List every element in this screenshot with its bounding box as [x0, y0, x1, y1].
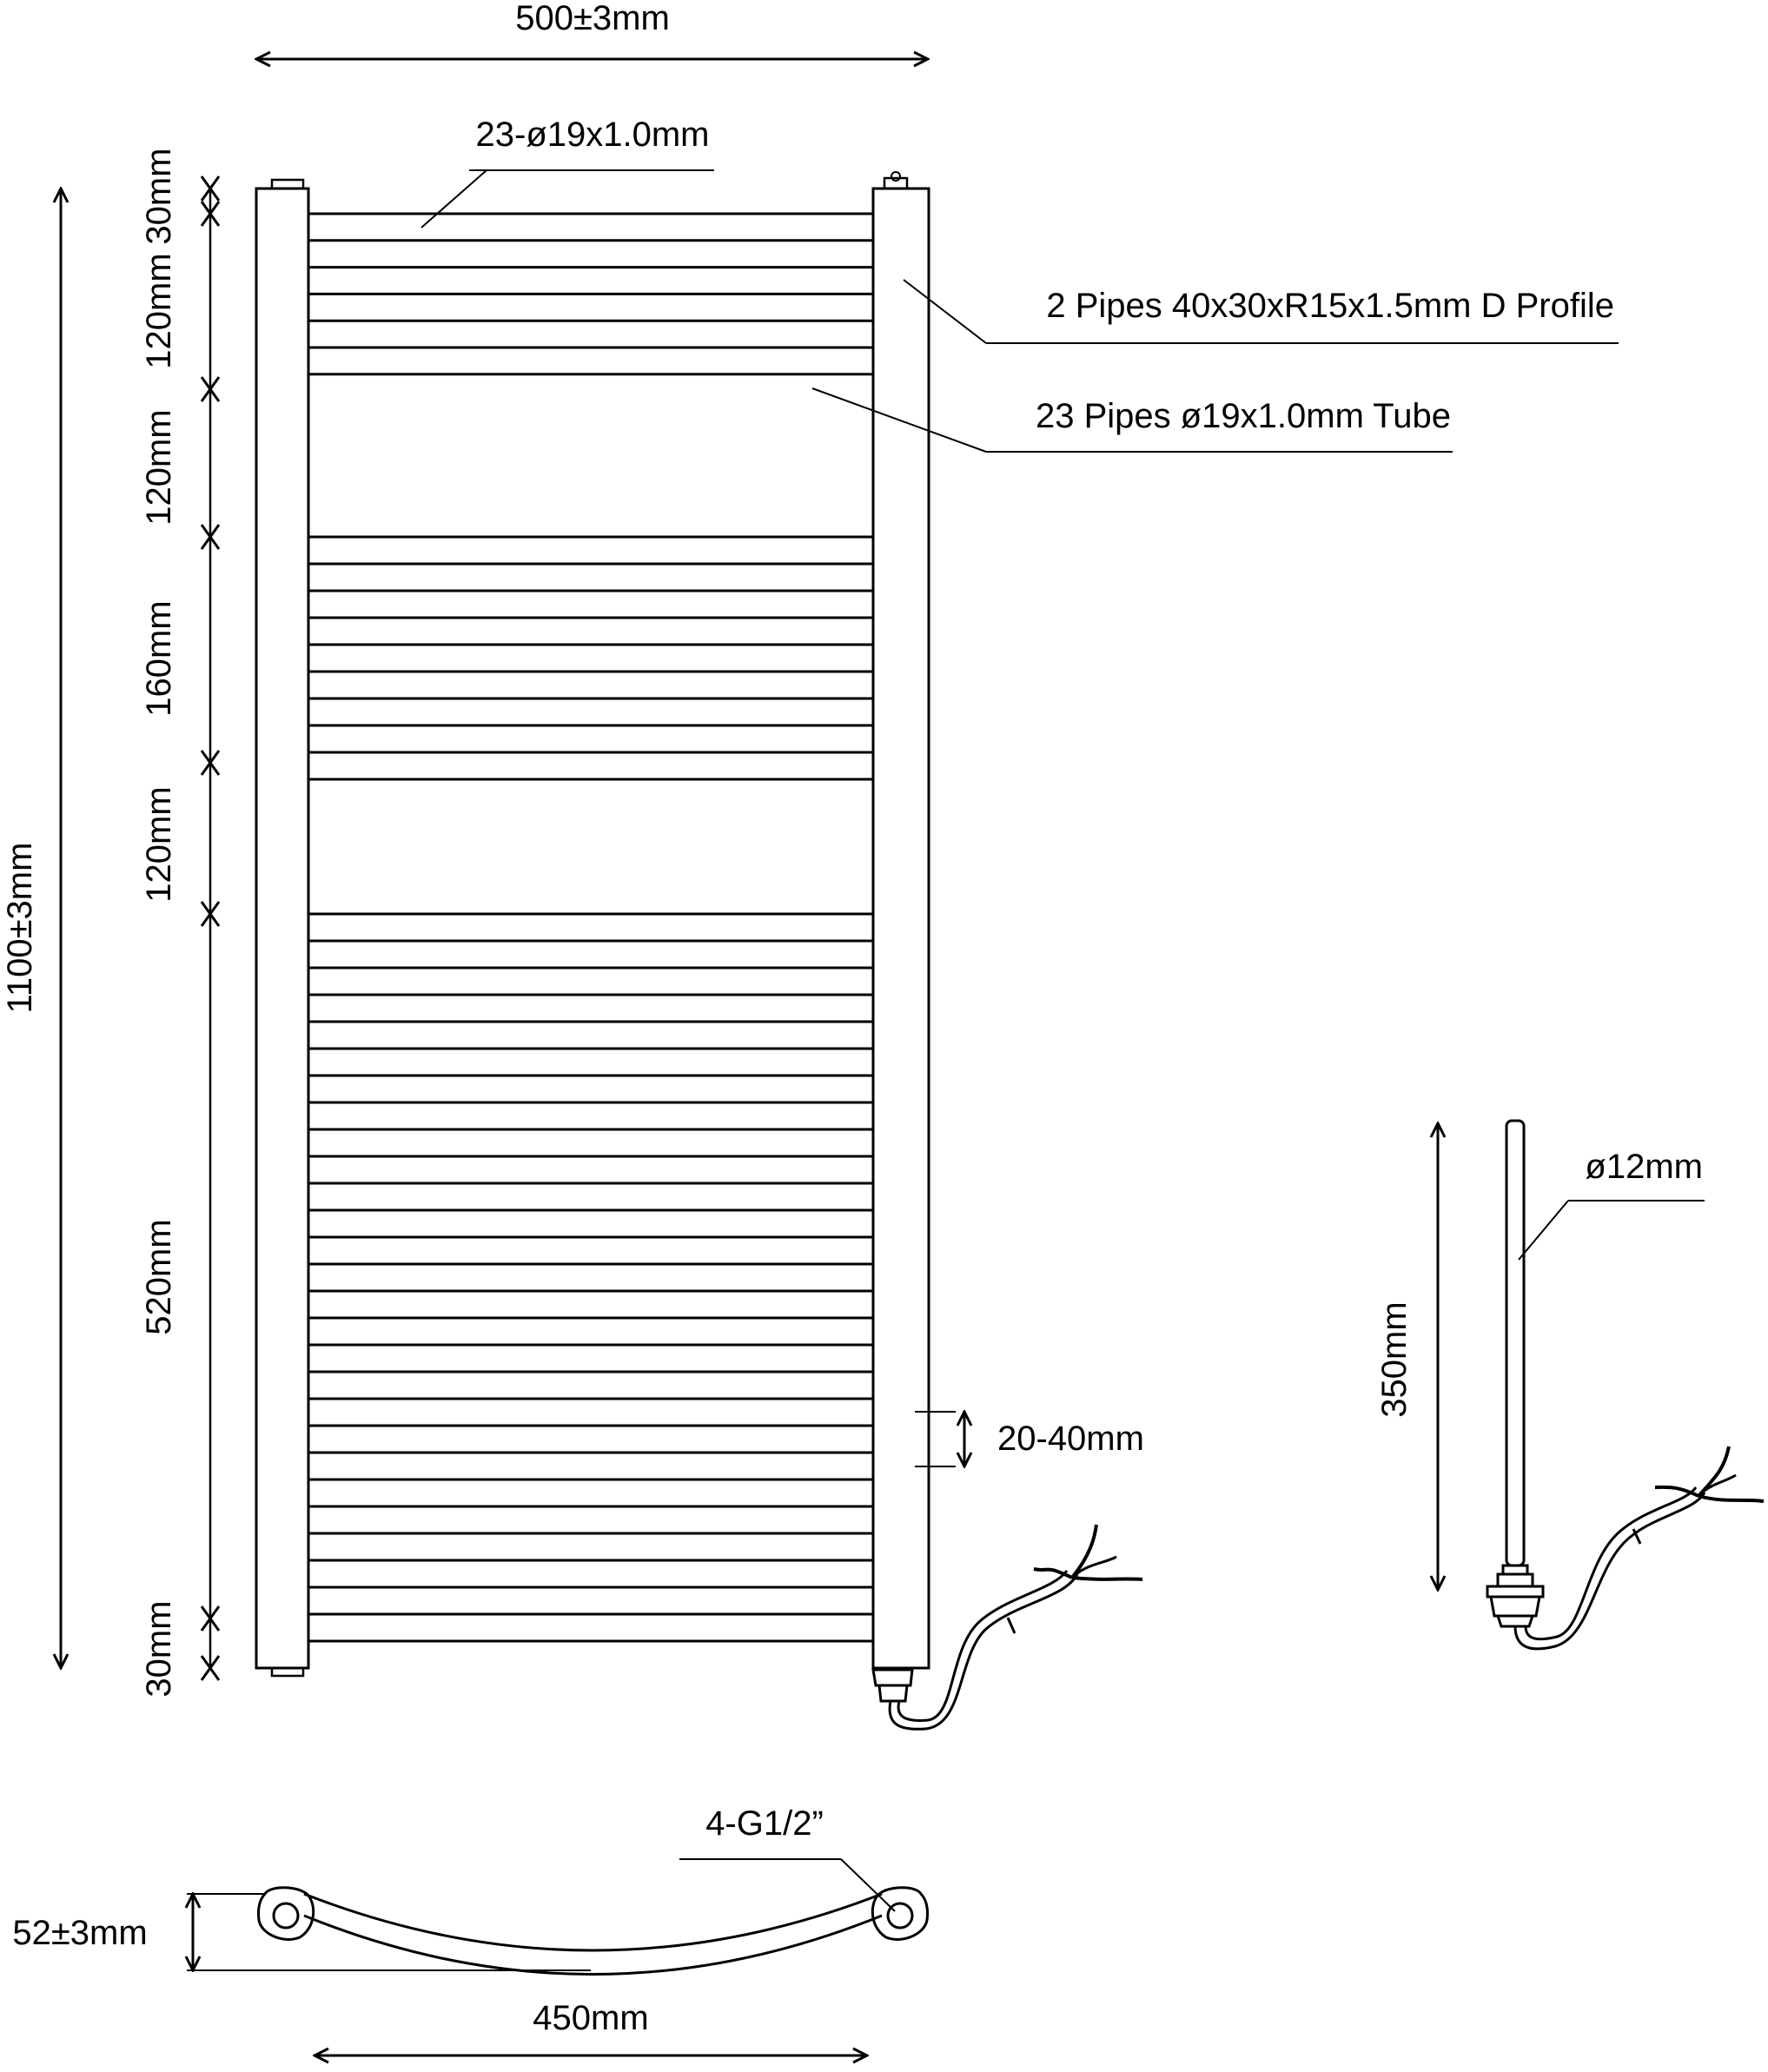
right-connection [871, 1886, 929, 1941]
right-side-pipe [871, 171, 930, 1670]
depth-dimension: 52±3mm [12, 1894, 591, 1970]
connections-label: 4-G1/2” [705, 1804, 824, 1843]
height-label: 1100±3mm [1, 843, 39, 1014]
rail-pipes-callout: 23 Pipes ø19x1.0mm Tube [811, 387, 1453, 453]
dimension-tick-6 [200, 901, 221, 927]
rail-tubes [308, 212, 873, 1643]
spacing-dimension-chain: 30mm 120mm 120mm 160mm 120mm 520mm 30mm [140, 148, 221, 1698]
section-3-label: 520mm [140, 1219, 178, 1334]
gap-2-label: 120mm [140, 786, 178, 902]
connections-callout: 4-G1/2” [679, 1804, 896, 1912]
element-length-label: 350mm [1375, 1301, 1414, 1417]
width-label: 500±3mm [515, 0, 670, 37]
bottom-offset-label: 30mm [140, 1600, 178, 1697]
rail-count-label: 23-ø19x1.0mm [476, 116, 710, 154]
width-dimension: 500±3mm [256, 0, 928, 59]
side-pipes-callout: 2 Pipes 40x30xR15x1.5mm D Profile [903, 279, 1619, 344]
dimension-tick-5 [200, 750, 221, 776]
element-offset-dimension: 20-40mm [915, 1412, 1144, 1466]
section-2-label: 160mm [140, 600, 178, 716]
top-offset-label: 30mm [140, 148, 178, 244]
dimension-tick-3 [200, 376, 221, 402]
rail-count-callout: 23-ø19x1.0mm [420, 116, 714, 228]
section-1-label: 120mm [140, 253, 178, 368]
side-pipes-label: 2 Pipes 40x30xR15x1.5mm D Profile [1046, 287, 1614, 325]
left-connection [257, 1886, 315, 1941]
heating-element-detail [1486, 1119, 1765, 1651]
heating-element-fitted [871, 1524, 1143, 1731]
dimension-tick-2 [200, 201, 221, 227]
bottom-view [257, 1886, 929, 1976]
dimension-tick-1 [200, 175, 221, 202]
dimension-tick-4 [200, 524, 221, 550]
dimension-tick-7 [200, 1605, 221, 1632]
rail-pipes-label: 23 Pipes ø19x1.0mm Tube [1036, 397, 1451, 435]
height-dimension: 1100±3mm [1, 189, 61, 1668]
left-side-pipe [255, 178, 310, 1678]
element-length-dimension: 350mm [1375, 1123, 1438, 1590]
element-offset-label: 20-40mm [997, 1420, 1144, 1458]
element-diameter-label: ø12mm [1585, 1148, 1703, 1186]
centers-label: 450mm [533, 1999, 648, 2037]
gap-1-label: 120mm [140, 409, 178, 525]
depth-label: 52±3mm [12, 1914, 147, 1952]
element-diameter-callout: ø12mm [1518, 1148, 1705, 1261]
dimension-tick-8 [200, 1655, 221, 1681]
centers-dimension: 450mm [315, 1999, 867, 2055]
